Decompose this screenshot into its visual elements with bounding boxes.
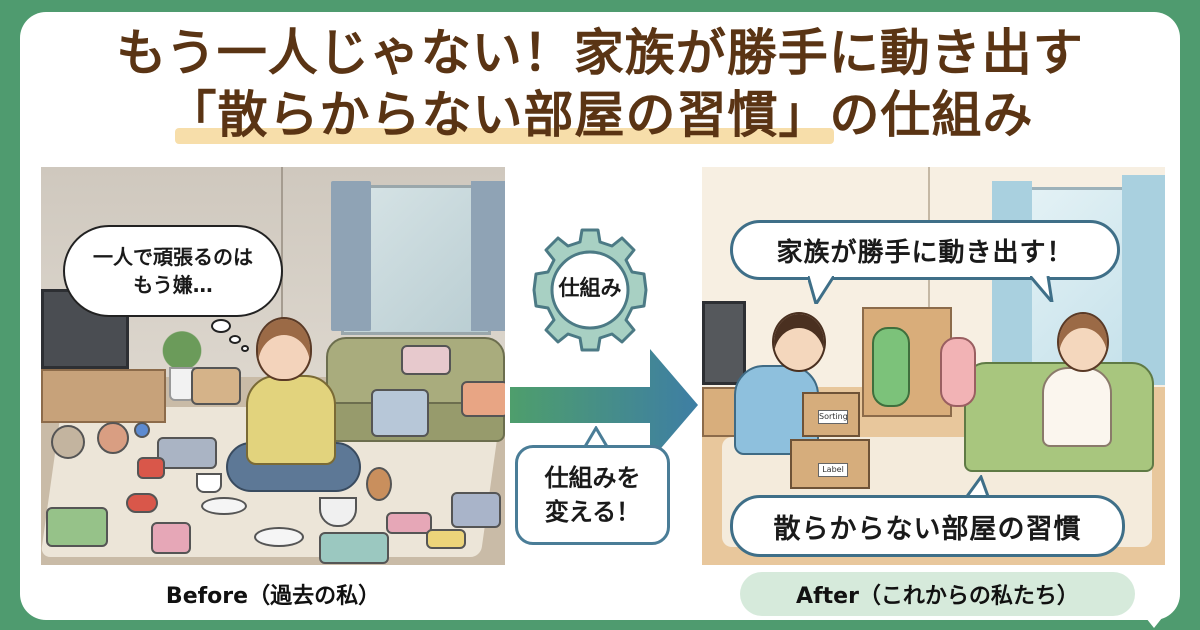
right-arrow-icon <box>510 349 698 461</box>
thought-dot <box>241 345 249 352</box>
sock <box>426 529 466 549</box>
cup <box>196 473 222 493</box>
woman-body <box>246 375 336 465</box>
pink-towel <box>386 512 432 534</box>
after-caption: After（これからの私たち） <box>740 572 1135 616</box>
tv <box>702 301 746 385</box>
title-line-1: もう一人じゃない！家族が勝手に動き出す <box>116 24 1084 82</box>
callout-tail <box>1030 276 1054 302</box>
daughter <box>940 337 976 407</box>
plate <box>201 497 247 515</box>
toy-storage-box: Label <box>790 439 870 489</box>
toy-car <box>126 493 158 513</box>
callout-line-1: 仕組みを <box>544 464 641 492</box>
plate <box>254 527 304 547</box>
mother-body <box>1042 367 1112 447</box>
woman-head <box>256 317 312 381</box>
clothes-pile <box>157 437 217 469</box>
toy-block <box>137 457 165 479</box>
father-head <box>772 312 826 372</box>
plant <box>149 317 215 373</box>
clothes-pile <box>401 345 451 375</box>
callout-tail <box>583 426 609 450</box>
callout-top-text: 家族が勝手に動き出す！ <box>776 237 1074 268</box>
tv-stand <box>41 369 166 423</box>
teddy-bear <box>51 425 85 459</box>
green-shirt <box>46 507 108 547</box>
pink-clothes <box>151 522 191 554</box>
teddy-bear <box>97 422 129 454</box>
card-tail <box>1146 618 1162 628</box>
thought-dot <box>229 335 241 344</box>
title-line-2-rest: の仕組み <box>829 86 1034 144</box>
bowls <box>319 497 357 527</box>
gear-label: 仕組み <box>558 276 622 300</box>
thought-line-2: もう嫌… <box>133 273 213 297</box>
teddy-bear <box>366 467 392 501</box>
callout-line-2: 変える！ <box>544 498 641 526</box>
clothes-pile <box>371 389 429 437</box>
before-illustration: 一人で頑張るのは もう嫌… <box>41 167 505 565</box>
change-system-callout: 仕組みを 変える！ <box>515 445 670 545</box>
mother-head <box>1057 312 1109 372</box>
callout-tail <box>808 276 834 304</box>
title-highlight: 「散らからない部屋の習慣」 <box>166 86 834 144</box>
curtain-right <box>471 181 505 331</box>
thought-bubble: 一人で頑張るのは もう嫌… <box>63 225 283 317</box>
curtain-left <box>331 181 371 331</box>
toy-storage-box: Sorting <box>802 392 860 437</box>
habit-callout: 散らからない部屋の習慣 <box>730 495 1125 557</box>
box-label: Sorting <box>818 410 848 424</box>
title-line-2: 「散らからない部屋の習慣」の仕組み <box>0 84 1200 146</box>
wall-corner <box>928 167 930 397</box>
clothes-pile <box>461 381 505 417</box>
son <box>872 327 910 407</box>
page-title: もう一人じゃない！家族が勝手に動き出す 「散らからない部屋の習慣」の仕組み <box>0 22 1200 146</box>
ball <box>134 422 150 438</box>
box-label: Label <box>818 463 848 477</box>
cardboard-box <box>191 367 241 405</box>
curtain-left <box>992 181 1032 381</box>
callout-tail <box>965 475 991 499</box>
teal-shirt <box>319 532 389 564</box>
gear-icon <box>532 228 648 352</box>
callout-bottom-text: 散らからない部屋の習慣 <box>773 513 1082 545</box>
family-moves-callout: 家族が勝手に動き出す！ <box>730 220 1120 280</box>
clothes-pile <box>451 492 501 528</box>
curtain-right <box>1122 175 1165 385</box>
thought-dot <box>211 319 231 333</box>
before-caption: Before（過去の私） <box>165 584 381 609</box>
thought-line-1: 一人で頑張るのは <box>93 245 253 269</box>
